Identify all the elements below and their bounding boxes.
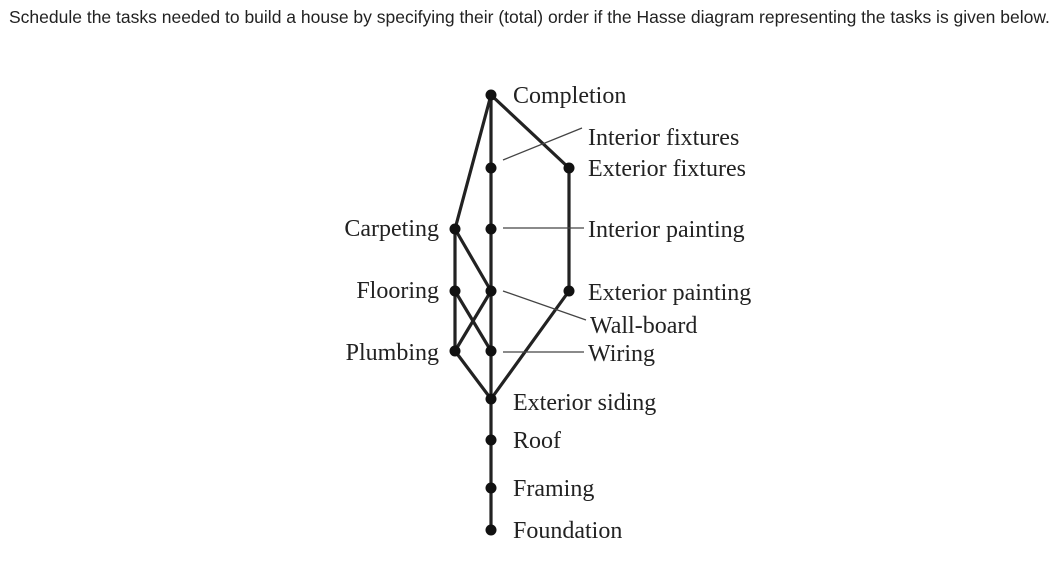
label-wall-board: Wall-board xyxy=(590,313,697,339)
label-plumbing: Plumbing xyxy=(346,340,439,366)
label-leaders xyxy=(502,127,587,353)
edge-exterior-siding-plumbing xyxy=(453,349,493,401)
leader-interior-fixtures xyxy=(502,127,583,161)
label-foundation: Foundation xyxy=(513,518,622,544)
node-interior-fixtures xyxy=(485,162,497,174)
node-interior-painting xyxy=(485,223,497,235)
node-plumbing xyxy=(449,345,461,357)
edge-exterior-siding-exterior-painting xyxy=(489,289,571,401)
node-labels: Completion Interior fixtures Exterior fi… xyxy=(344,83,751,544)
node-wall-board xyxy=(485,285,497,297)
label-exterior-fixtures: Exterior fixtures xyxy=(588,156,746,182)
question-text: Schedule the tasks needed to build a hou… xyxy=(9,7,1050,27)
label-exterior-painting: Exterior painting xyxy=(588,280,751,306)
label-flooring: Flooring xyxy=(356,278,439,304)
edge-wall-board-carpeting xyxy=(453,227,493,293)
label-roof: Roof xyxy=(513,428,561,454)
node-flooring xyxy=(449,285,461,297)
node-exterior-siding xyxy=(485,393,497,405)
leader-wall-board xyxy=(502,290,587,321)
diagram-edges xyxy=(453,93,571,532)
node-exterior-fixtures xyxy=(563,162,575,174)
label-carpeting: Carpeting xyxy=(344,216,439,242)
edge-exterior-fixtures-completion xyxy=(489,93,571,170)
node-foundation xyxy=(485,524,497,536)
label-framing: Framing xyxy=(513,476,594,502)
label-interior-fixtures: Interior fixtures xyxy=(588,125,739,151)
node-carpeting xyxy=(449,223,461,235)
label-interior-painting: Interior painting xyxy=(588,217,745,243)
label-wiring: Wiring xyxy=(588,341,655,367)
node-roof xyxy=(485,434,497,446)
node-framing xyxy=(485,482,497,494)
node-completion xyxy=(485,89,497,101)
label-exterior-siding: Exterior siding xyxy=(513,390,656,416)
diagram-nodes xyxy=(449,89,575,536)
node-exterior-painting xyxy=(563,285,575,297)
edge-wiring-flooring xyxy=(453,289,493,353)
edge-carpeting-completion xyxy=(453,93,493,231)
node-wiring xyxy=(485,345,497,357)
label-completion: Completion xyxy=(513,83,626,109)
